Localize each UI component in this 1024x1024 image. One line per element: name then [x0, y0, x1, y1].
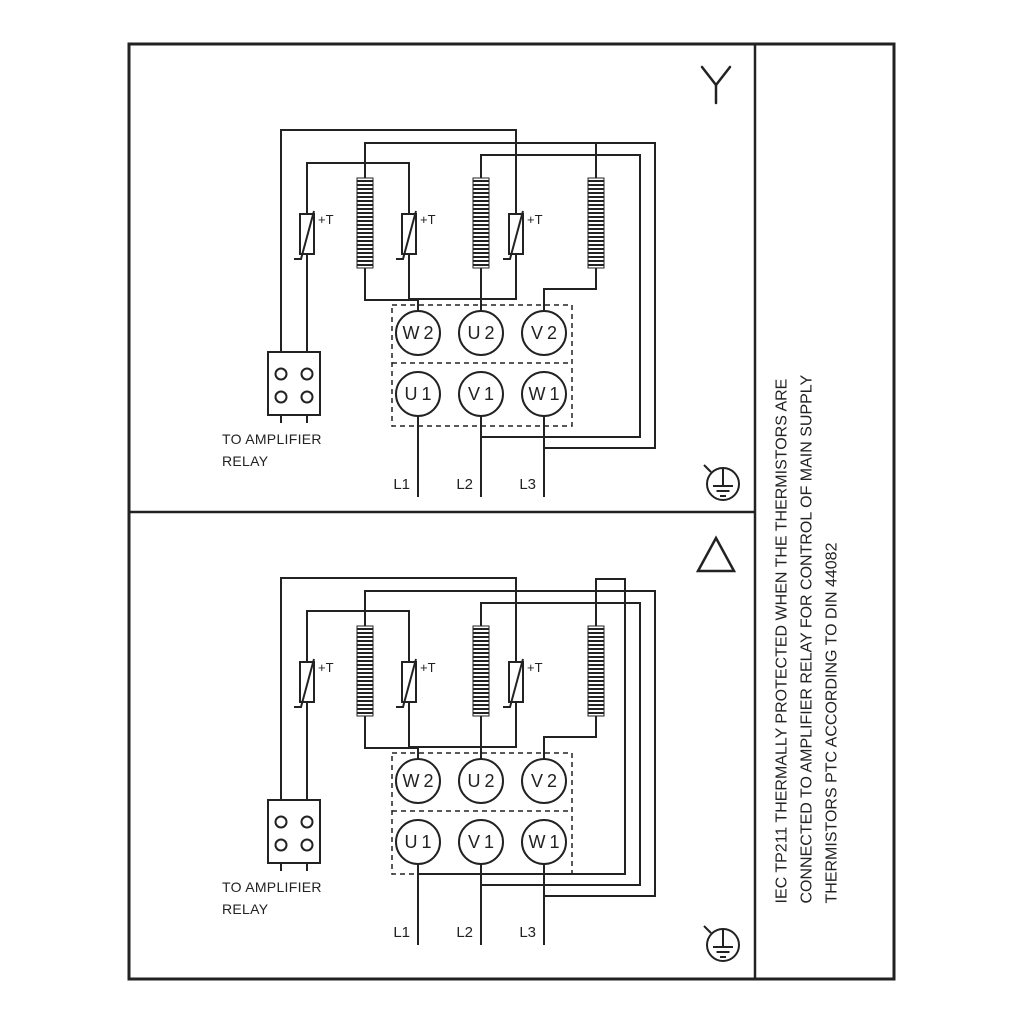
wire [408, 254, 517, 300]
supply-label-l3: L3 [519, 924, 536, 941]
side-note-line-3: THERMISTORS PTC ACCORDING TO DIN 44082 [823, 542, 840, 903]
side-note-line-2: CONNECTED TO AMPLIFIER RELAY FOR CONTROL… [798, 374, 815, 903]
relay-note-line1: TO AMPLIFIER [222, 879, 322, 895]
motor-windings-delta [356, 625, 605, 717]
wire [480, 602, 641, 886]
terminal-board-star [391, 304, 573, 427]
wire [364, 268, 419, 311]
terminal-label: W2 [402, 322, 438, 343]
terminal-u2-star: U2 [458, 310, 504, 356]
winding-icon [356, 625, 374, 717]
supply-label-l3: L3 [519, 476, 536, 493]
terminal-label: U2 [467, 322, 499, 343]
wire [480, 154, 641, 438]
thermistor-label: +T [420, 660, 436, 675]
earth-ground-icon [703, 925, 740, 962]
supply-label-l1: L1 [393, 476, 410, 493]
thermistor-icon [395, 210, 417, 260]
amplifier-relay-block [267, 799, 321, 872]
motor-windings-star [356, 177, 605, 269]
terminal-label: V1 [467, 831, 499, 852]
wire [418, 578, 626, 875]
amplifier-relay-block [267, 351, 321, 424]
winding-icon [472, 177, 490, 269]
star-connection-icon [700, 65, 732, 105]
terminal-u1-star: U1 [395, 371, 441, 417]
side-note-column: IEC TP211 THERMALLY PROTECTED WHEN THE T… [755, 44, 895, 979]
relay-note-line1: TO AMPLIFIER [222, 431, 322, 447]
terminal-label: V2 [530, 322, 562, 343]
thermistor-label: +T [318, 212, 334, 227]
wire [280, 577, 517, 800]
terminal-label: U1 [404, 831, 436, 852]
thermistor-icon [395, 658, 417, 708]
terminal-label: V1 [467, 383, 499, 404]
supply-label-l2: L2 [456, 924, 473, 941]
winding-icon [356, 177, 374, 269]
terminal-label: V2 [530, 770, 562, 791]
wire [306, 162, 410, 214]
wire [364, 590, 656, 897]
wire [306, 610, 410, 662]
terminal-label: W1 [528, 383, 564, 404]
thermistor-label: +T [420, 212, 436, 227]
wire [280, 129, 517, 352]
wire [364, 142, 656, 449]
terminal-label: W2 [402, 770, 438, 791]
terminal-label: U1 [404, 383, 436, 404]
relay-note-line2: RELAY [222, 901, 269, 917]
terminal-w2-star: W2 [395, 310, 441, 356]
winding-icon [587, 625, 605, 717]
terminal-v2-star: V2 [521, 310, 567, 356]
terminal-w2-delta: W2 [395, 758, 441, 804]
supply-label-l2: L2 [456, 476, 473, 493]
wire [543, 716, 597, 759]
earth-ground-icon [703, 464, 740, 501]
thermistor-icon [502, 210, 524, 260]
thermistor-icon [293, 658, 315, 708]
terminal-v1-star: V1 [458, 371, 504, 417]
thermistor-label: +T [527, 212, 543, 227]
side-note-line-1: IEC TP211 THERMALLY PROTECTED WHEN THE T… [773, 378, 790, 903]
terminal-label: W1 [528, 831, 564, 852]
terminal-board-delta [391, 752, 573, 875]
thermistor-label: +T [527, 660, 543, 675]
terminal-u2-delta: U2 [458, 758, 504, 804]
wire [408, 702, 517, 748]
terminal-v2-delta: V2 [521, 758, 567, 804]
wire [364, 716, 419, 759]
terminal-v1-delta: V1 [458, 819, 504, 865]
relay-note-line2: RELAY [222, 453, 269, 469]
terminal-w1-delta: W1 [521, 819, 567, 865]
wiring-star [280, 129, 656, 497]
thermistor-icon [293, 210, 315, 260]
thermistor-icon [502, 658, 524, 708]
delta-connection-icon [695, 535, 737, 573]
winding-icon [587, 177, 605, 269]
supply-label-l1: L1 [393, 924, 410, 941]
side-note-rotated-block: IEC TP211 THERMALLY PROTECTED WHEN THE T… [755, 44, 895, 979]
wire [543, 268, 597, 311]
winding-icon [472, 625, 490, 717]
drawing-frame [127, 42, 896, 981]
terminal-u1-delta: U1 [395, 819, 441, 865]
thermistor-label: +T [318, 660, 334, 675]
terminal-w1-star: W1 [521, 371, 567, 417]
terminal-label: U2 [467, 770, 499, 791]
